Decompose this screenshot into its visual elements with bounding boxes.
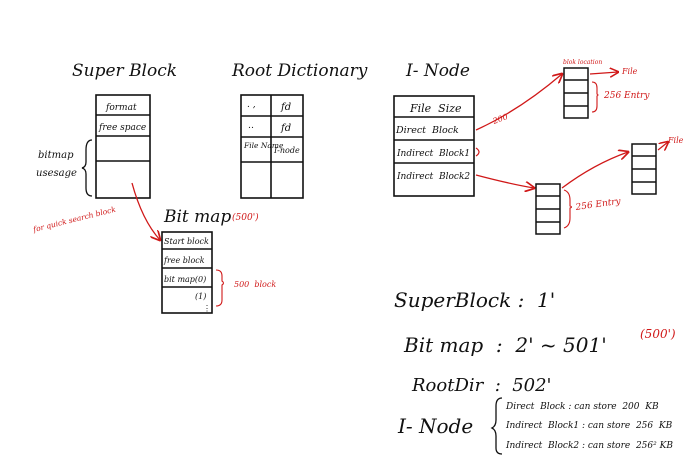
- i-node-row-direct-block: Direct Block: [395, 125, 459, 136]
- i-node-row-indirect-block2: Indirect Block2: [396, 172, 470, 182]
- bitmap-block-count: 500 block: [234, 280, 276, 289]
- file-arrow-2: [657, 142, 668, 150]
- i-node-row-indirect-block1: Indirect Block1: [396, 149, 470, 159]
- block-stack-2: [535, 183, 561, 235]
- entry-label-2: 256 Entry: [574, 197, 622, 213]
- root-dir-cell-2a: ‥: [248, 121, 254, 131]
- bitmap-usage-label-line2: usesage: [36, 168, 77, 179]
- summary-inode-line-1: Direct Block : can store 200 KB: [505, 402, 659, 412]
- bitmap-size-note: (500'): [232, 212, 259, 223]
- root-dir-cell-1a: . ,: [247, 100, 256, 110]
- file-arrow-1: [589, 72, 618, 74]
- super-block-title: Super Block: [72, 61, 177, 81]
- stack2-to-stack3-arrow: [561, 152, 628, 189]
- entry-label-1: 256 Entry: [603, 91, 650, 101]
- i-node-title: I- Node: [405, 61, 470, 81]
- indirect-block1-arrow: [475, 147, 480, 157]
- file-label-2: File: [667, 136, 684, 145]
- bitmap-row-free-block: free block: [163, 256, 205, 265]
- quick-search-arrow: [131, 182, 160, 240]
- bitmap-row-bitmap-0: bit map(0): [164, 275, 206, 284]
- block-stack-1: [563, 67, 589, 119]
- summary-inode-brace: [490, 397, 503, 455]
- entry-brace-1: [591, 81, 599, 113]
- bitmap-title: Bit map: [163, 207, 231, 227]
- root-dir-cell-2b: fd: [280, 123, 291, 134]
- summary-inode-label: I- Node: [397, 414, 473, 438]
- block-location-label: blok location: [563, 59, 602, 66]
- super-block-table: [95, 94, 151, 199]
- root-dir-cell-1b: fd: [280, 102, 291, 113]
- root-dictionary-table: [240, 94, 304, 199]
- quick-search-label: for quick search block: [31, 205, 117, 235]
- file-label-1: File: [621, 67, 638, 76]
- summary-bitmap: Bit map : 2' ~ 501': [403, 333, 607, 357]
- bitmap-red-brace: [215, 269, 225, 307]
- block-stack-3: [631, 143, 657, 195]
- bitmap-usage-brace: [81, 139, 93, 197]
- direct-block-arrow: [475, 74, 562, 131]
- root-dir-cell-3a: File Name: [243, 141, 284, 150]
- summary-super-block: SuperBlock : 1': [394, 288, 555, 312]
- i-node-row-file-size: File Size: [409, 102, 462, 115]
- bitmap-table: [161, 231, 213, 314]
- bitmap-dots: ⋮: [203, 304, 211, 313]
- direct-block-annotation: 200: [491, 112, 509, 126]
- bitmap-row-1: (1): [195, 292, 206, 301]
- summary-inode-line-2: Indirect Block1 : can store 256 KB: [505, 421, 673, 431]
- summary-inode-line-3: Indirect Block2 : can store 256² KB: [505, 441, 673, 451]
- super-block-row-format: format: [105, 103, 137, 113]
- super-block-row-free-space: free space: [98, 123, 146, 133]
- root-dir-file-name: File Name: [243, 141, 284, 150]
- entry-brace-2: [563, 189, 573, 229]
- summary-root-dir: RootDir : 502': [411, 375, 552, 396]
- root-dir-cell-3b: I-node: [273, 146, 300, 155]
- indirect-block2-arrow: [475, 174, 534, 188]
- i-node-table: [393, 95, 475, 197]
- bitmap-row-start-block: Start block: [164, 237, 209, 246]
- bitmap-usage-label-line1: bitmap: [38, 150, 74, 161]
- summary-bitmap-note: (500'): [640, 327, 676, 341]
- root-dictionary-title: Root Dictionary: [231, 61, 368, 81]
